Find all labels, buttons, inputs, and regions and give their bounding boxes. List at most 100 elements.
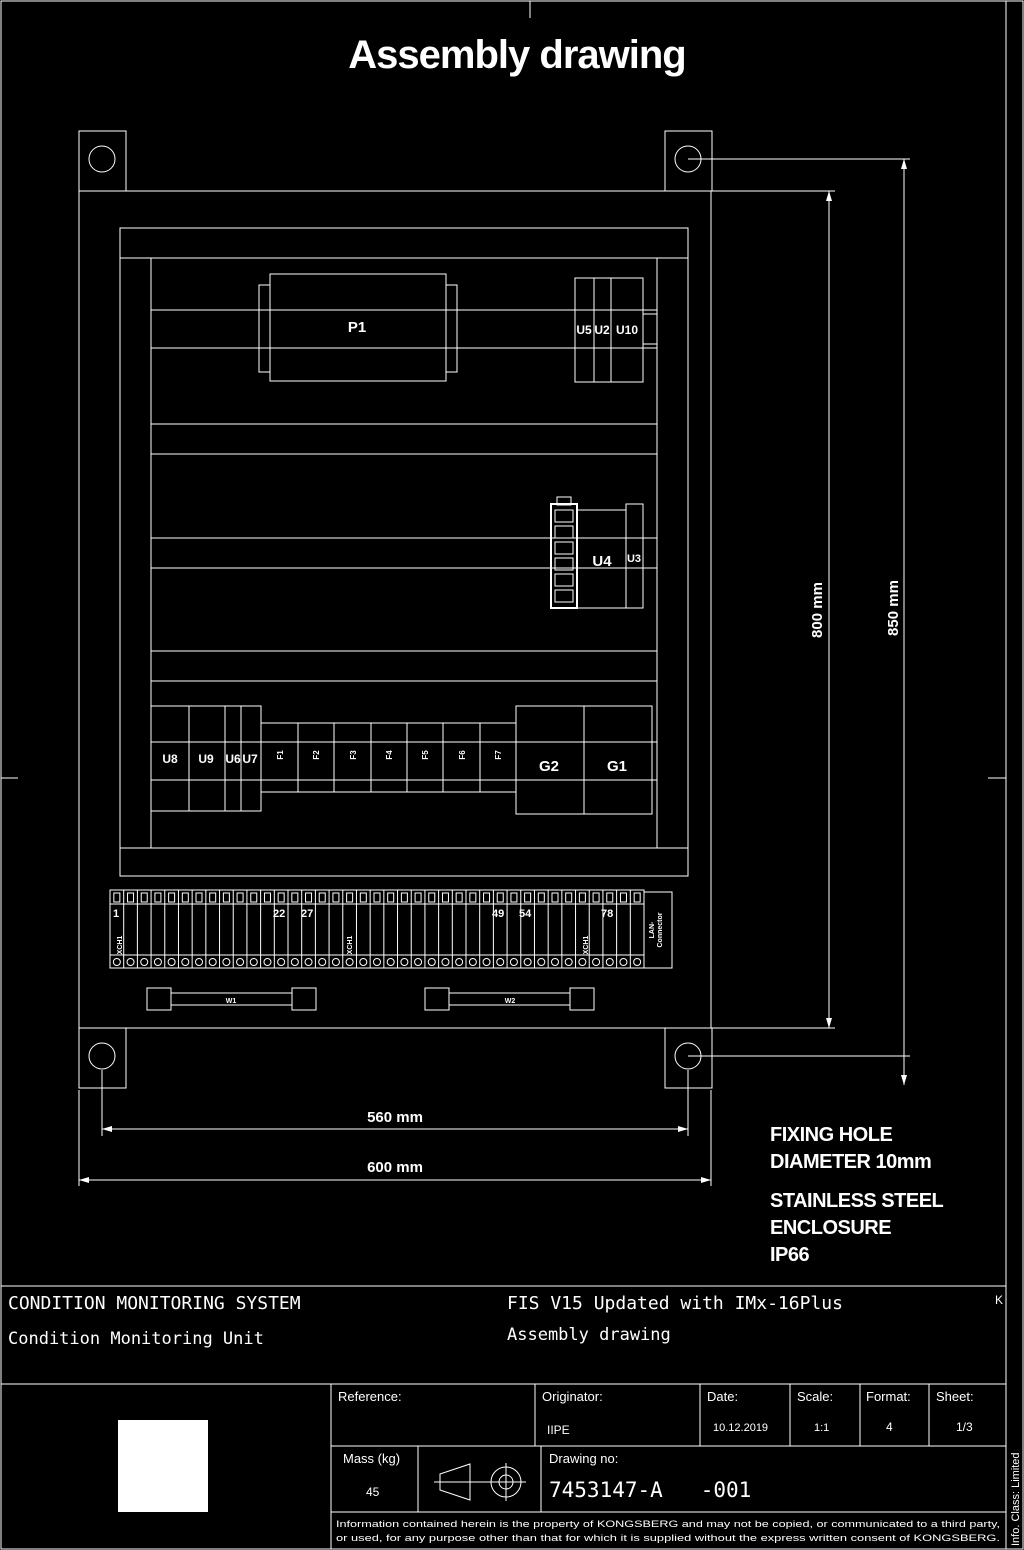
terminal-screw-icon <box>482 958 491 966</box>
component-p1: P1 <box>258 273 458 382</box>
terminal-screw-icon <box>153 958 162 966</box>
lan-connector-label-1: LAN- <box>649 921 656 938</box>
u4-port-6 <box>554 589 574 603</box>
terminal-marker <box>318 892 326 903</box>
terminal-number-54: 54 <box>519 908 532 920</box>
w1-label: W1 <box>226 998 237 1005</box>
f4-label: F4 <box>385 750 394 760</box>
g1-body <box>583 705 653 815</box>
fixing-hole-top-left <box>88 145 116 173</box>
terminal-marker <box>168 892 176 903</box>
tb-revision: K <box>995 1293 1003 1307</box>
terminal-marker <box>127 892 135 903</box>
projection-cone <box>439 1463 471 1501</box>
tb-scale-label: Scale: <box>797 1389 833 1404</box>
terminal-screw-icon <box>126 958 135 966</box>
notes: FIXING HOLE DIAMETER 10mm STAINLESS STEE… <box>770 1124 944 1266</box>
terminal-marker <box>510 892 518 903</box>
terminal-screw-icon <box>578 958 587 966</box>
p1-flange-right <box>445 284 458 373</box>
w1-end-right <box>291 987 317 1011</box>
terminal-marker <box>113 892 121 903</box>
terminal-number-49: 49 <box>492 908 504 920</box>
dim800-arrow-bottom <box>826 1018 832 1028</box>
tb-mass-value: 45 <box>366 1485 380 1499</box>
terminal-screw-icon <box>112 958 121 966</box>
terminal-screw-icon <box>222 958 231 966</box>
terminal-screw-icon <box>181 958 190 966</box>
f6-label: F6 <box>458 750 467 760</box>
f1-label: F1 <box>276 750 285 760</box>
terminal-number-22: 22 <box>273 908 285 920</box>
terminal-group-xch1-1: XCH1 <box>117 936 124 955</box>
terminal-marker <box>250 892 258 903</box>
terminal-screw-icon <box>619 958 628 966</box>
w1-end-left <box>146 987 172 1011</box>
enclosure-outline <box>78 190 712 1029</box>
u4-port-2 <box>554 525 574 539</box>
terminal-marker <box>428 892 436 903</box>
tb-legal-line-1: Information contained herein is the prop… <box>336 1519 1000 1530</box>
p1-flange-left <box>258 284 271 373</box>
note-fixing-hole-2: DIAMETER 10mm <box>770 1151 931 1173</box>
u8-label: U8 <box>162 752 178 766</box>
terminal-screw-icon <box>427 958 436 966</box>
u7-label: U7 <box>242 752 258 766</box>
note-enclosure-1: STAINLESS STEEL <box>770 1190 944 1212</box>
tb-sheet-value: 1/3 <box>956 1420 973 1434</box>
u6-label: U6 <box>225 752 241 766</box>
terminal-screw-icon <box>496 958 505 966</box>
tb-drawing-no-label: Drawing no: <box>549 1451 618 1466</box>
dimension-vertical-850: 850 mm <box>688 158 910 1085</box>
dim850-arrow-top <box>901 159 907 169</box>
terminal-marker <box>291 892 299 903</box>
terminal-screw-icon <box>605 958 614 966</box>
terminal-screw-icon <box>414 958 423 966</box>
terminal-screw-icon <box>140 958 149 966</box>
tb-info-class: Info. Class: Limited <box>1010 1452 1022 1546</box>
tb-date-value: 10.12.2019 <box>713 1422 768 1434</box>
terminal-marker <box>496 892 504 903</box>
lan-connector-body <box>643 891 673 969</box>
terminal-screw-icon <box>592 958 601 966</box>
terminal-screw-icon <box>249 958 258 966</box>
dim800-arrow-top <box>826 191 832 201</box>
din-rail-3 <box>150 537 658 569</box>
tb-originator-value: IIPE <box>547 1423 570 1437</box>
tb-legal-line-2: or used, for any purpose other than that… <box>336 1533 1000 1544</box>
terminal-marker <box>222 892 230 903</box>
component-group-u4-u3: U4 U3 <box>550 496 644 609</box>
terminal-marker <box>359 892 367 903</box>
terminal-screw-icon <box>263 958 272 966</box>
dimension-horizontal-600: 600 mm <box>78 1090 712 1186</box>
lan-connector-label-2: Connector <box>657 912 664 947</box>
terminal-group-xch1-3: XCH1 <box>583 936 590 955</box>
dimension-vertical-800: 800 mm <box>711 190 835 1029</box>
u2-label: U2 <box>594 323 610 337</box>
terminal-dividers <box>112 890 642 968</box>
terminal-screw-icon <box>373 958 381 966</box>
terminal-screw-icon <box>318 958 327 966</box>
u3-label: U3 <box>627 553 641 565</box>
terminal-marker <box>236 892 244 903</box>
tb-description: FIS V15 Updated with IMx-16Plus <box>507 1293 843 1314</box>
dimension-horizontal-560: 560 mm <box>101 1070 689 1136</box>
mounting-plate <box>119 227 689 877</box>
cable-duct-w1: W1 <box>146 987 317 1011</box>
note-enclosure-3: IP66 <box>770 1244 810 1266</box>
terminal-screw-icon <box>290 958 299 966</box>
terminal-screw-icon <box>208 958 217 966</box>
f3-label: F3 <box>349 750 358 760</box>
terminal-number-1: 1 <box>113 908 119 920</box>
projection-symbol-icon <box>434 1463 526 1501</box>
tb-reference-label: Reference: <box>338 1389 402 1404</box>
tb-format-value: 4 <box>886 1420 893 1434</box>
terminal-screw-icon <box>167 958 176 966</box>
w2-end-right <box>569 987 595 1011</box>
terminal-marker <box>537 892 545 903</box>
terminal-marker <box>551 892 559 903</box>
tb-mass-label: Mass (kg) <box>343 1451 400 1466</box>
terminal-screw-icon <box>236 958 245 966</box>
g2-label: G2 <box>539 758 559 775</box>
